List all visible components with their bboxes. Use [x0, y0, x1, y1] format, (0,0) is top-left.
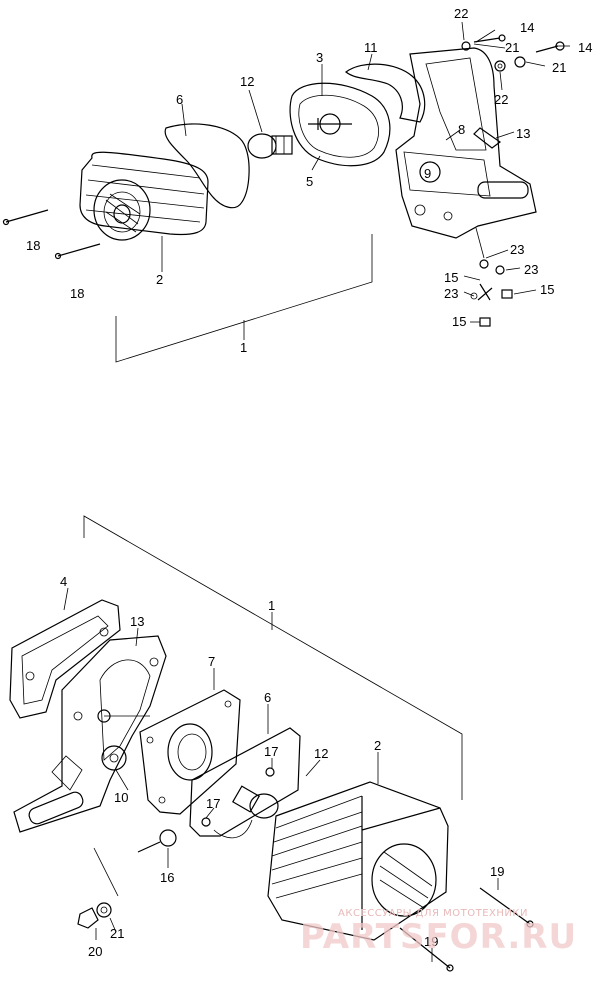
bulb-top — [247, 133, 293, 159]
bottom-assembly: 1 4 13 7 6 12 2 17 17 10 16 19 19 20 21 — [9, 515, 534, 972]
callout-6-bottom: 6 — [264, 690, 271, 705]
tail-lens-bottom — [267, 781, 449, 941]
callout-21-bottom: 21 — [110, 926, 124, 941]
reflector-top — [345, 63, 426, 123]
callout-20-bottom: 20 — [88, 944, 102, 959]
callout-15-top-c: 15 — [452, 314, 466, 329]
callout-5-top: 5 — [306, 174, 313, 189]
watermark-tagline: АКСЕССУАРЫ ДЛЯ МОТОТЕХНИКИ — [338, 908, 528, 919]
tail-lens-top — [79, 151, 209, 241]
socket-10-bottom — [97, 709, 150, 771]
callout-18-top-a: 18 — [26, 238, 40, 253]
callout-6-top: 6 — [176, 92, 183, 107]
top-assembly: 22 14 21 14 21 22 3 11 12 6 8 13 9 5 18 … — [2, 6, 592, 363]
callout-23-top-c: 23 — [444, 286, 458, 301]
callout-13-top: 13 — [516, 126, 530, 141]
callout-18-top-b: 18 — [70, 286, 84, 301]
assembly-bracket-bottom — [83, 515, 463, 800]
watermark-brand: PARTSFOR.RU — [300, 917, 577, 957]
nut-washer-bottom — [77, 902, 112, 929]
callout-9-top: 9 — [424, 166, 431, 181]
callout-15-top-b: 15 — [540, 282, 554, 297]
callout-13-bottom: 13 — [130, 614, 144, 629]
callout-19-bottom-a: 19 — [490, 864, 504, 879]
mounting-bracket-bottom — [13, 635, 167, 833]
callout-22-top: 22 — [454, 6, 468, 21]
screws-19-bottom — [399, 887, 534, 972]
base-plate-top — [289, 82, 391, 167]
callout-7-bottom: 7 — [208, 654, 215, 669]
screw-16-bottom — [137, 829, 177, 853]
callout-1-bottom: 1 — [268, 598, 275, 613]
mounting-bracket-top — [395, 47, 537, 259]
watermark: АКСЕССУАРЫ ДЛЯ МОТОТЕХНИКИ PARTSFOR.RU — [300, 908, 577, 957]
callout-15-top-a: 15 — [444, 270, 458, 285]
gasket-bottom — [189, 727, 301, 837]
reflector-plate-bottom — [9, 599, 121, 719]
callout-3-top: 3 — [316, 50, 323, 65]
upper-fasteners-top — [461, 34, 565, 72]
gasket-top — [164, 123, 250, 209]
callout-14-top-b: 14 — [578, 40, 592, 55]
callout-11-top: 11 — [364, 40, 378, 55]
callout-23-top-a: 23 — [510, 242, 524, 257]
lower-fasteners-top — [470, 259, 513, 327]
callout-16-bottom: 16 — [160, 870, 174, 885]
callout-22-top-b: 22 — [494, 92, 508, 107]
callout-23-top-b: 23 — [524, 262, 538, 277]
callout-14-top-a: 14 — [520, 20, 534, 35]
callout-2-top: 2 — [156, 272, 163, 287]
callout-12-bottom: 12 — [314, 746, 328, 761]
callout-8-top: 8 — [458, 122, 465, 137]
callout-12-top: 12 — [240, 74, 254, 89]
bulb-bottom — [213, 785, 279, 839]
callout-1-top: 1 — [240, 340, 247, 355]
callout-21-top-a: 21 — [505, 40, 519, 55]
callout-19-bottom-b: 19 — [424, 934, 438, 949]
screws-18-top — [2, 209, 101, 260]
leader-lines-top — [161, 21, 570, 340]
callout-17-bottom-a: 17 — [264, 744, 278, 759]
leader-lines-bottom — [63, 587, 499, 962]
callout-17-bottom-b: 17 — [206, 796, 220, 811]
base-plate-bottom — [139, 689, 241, 815]
callout-2-bottom: 2 — [374, 738, 381, 753]
callout-10-bottom: 10 — [114, 790, 128, 805]
callout-21-top-b: 21 — [552, 60, 566, 75]
callout-4-bottom: 4 — [60, 574, 67, 589]
